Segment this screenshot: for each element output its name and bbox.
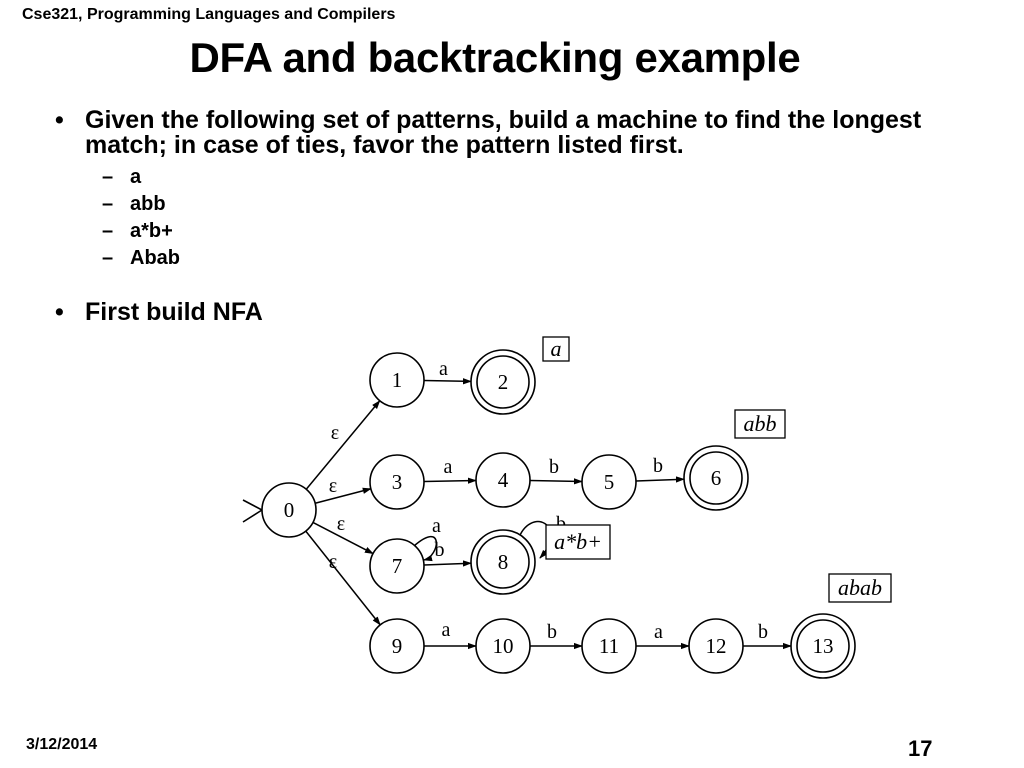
bullet-item-main: • Given the following set of patterns, b… bbox=[55, 108, 955, 158]
transition-label: b bbox=[653, 455, 663, 477]
state-9: 9 bbox=[369, 618, 425, 674]
state-label: 6 bbox=[711, 466, 722, 490]
state-12: 12 bbox=[688, 618, 744, 674]
state-10: 10 bbox=[475, 618, 531, 674]
pattern-text: abb bbox=[130, 193, 166, 215]
pattern-tag: a bbox=[542, 336, 570, 362]
state-label: 1 bbox=[392, 368, 403, 392]
transition-label: ε bbox=[329, 551, 337, 573]
bullet-list: • Given the following set of patterns, b… bbox=[55, 108, 955, 327]
transition-12-13: b bbox=[743, 621, 792, 650]
transition-9-10: a bbox=[424, 619, 477, 650]
start-arrow bbox=[242, 499, 264, 523]
transition-7-7: a bbox=[413, 515, 441, 562]
pattern-text: a bbox=[130, 166, 142, 188]
state-label: 5 bbox=[604, 470, 615, 494]
transition-10-11: b bbox=[530, 621, 583, 650]
state-13: 13 bbox=[790, 613, 856, 679]
state-11: 11 bbox=[581, 618, 637, 674]
state-label: 13 bbox=[813, 634, 834, 658]
pattern-tag: a*b+ bbox=[545, 524, 611, 560]
pattern-item: –a bbox=[102, 166, 955, 193]
pattern-item: –abb bbox=[102, 193, 955, 220]
transition-7-8: b bbox=[423, 539, 472, 567]
transition-label: b bbox=[435, 539, 445, 561]
state-2: 2 bbox=[470, 349, 536, 415]
pattern-tag: abb bbox=[734, 409, 786, 439]
bullet-dot: • bbox=[55, 298, 64, 326]
state-label: 8 bbox=[498, 550, 509, 574]
pattern-list: –a –abb –a*b+ –Abab bbox=[102, 166, 955, 274]
course-header: Cse321, Programming Languages and Compil… bbox=[22, 6, 396, 23]
transition-label: b bbox=[549, 456, 559, 478]
state-0: 0 bbox=[261, 482, 317, 538]
state-4: 4 bbox=[475, 452, 531, 508]
page-number: 17 bbox=[908, 736, 933, 761]
pattern-tag-label: abb bbox=[744, 411, 777, 436]
pattern-text: Abab bbox=[130, 247, 180, 269]
transition-0-1: ε bbox=[305, 400, 381, 490]
bullet-text-main: Given the following set of patterns, bui… bbox=[85, 106, 922, 159]
state-6: 6 bbox=[683, 445, 749, 511]
state-label: 0 bbox=[284, 498, 295, 522]
transition-label: a bbox=[439, 358, 448, 380]
transition-label: a bbox=[442, 619, 451, 641]
pattern-tag-label: a bbox=[551, 336, 562, 361]
pattern-tag-label: a*b+ bbox=[554, 529, 602, 554]
state-label: 4 bbox=[498, 468, 509, 492]
state-label: 9 bbox=[392, 634, 403, 658]
state-label: 7 bbox=[392, 554, 403, 578]
pattern-text: a*b+ bbox=[130, 220, 173, 242]
state-label: 2 bbox=[498, 370, 509, 394]
state-label: 11 bbox=[599, 634, 619, 658]
bullet-item-second: • First build NFA bbox=[55, 298, 955, 327]
state-3: 3 bbox=[369, 454, 425, 510]
state-label: 10 bbox=[493, 634, 514, 658]
transition-0-7: ε bbox=[312, 513, 374, 555]
transition-label: a bbox=[432, 515, 441, 537]
transition-label: ε bbox=[337, 513, 345, 535]
transition-0-3: ε bbox=[314, 475, 372, 504]
transition-label: b bbox=[556, 513, 566, 535]
pattern-item: –a*b+ bbox=[102, 220, 955, 247]
footer-date: 3/12/2014 bbox=[26, 736, 98, 753]
transition-label: b bbox=[547, 621, 557, 643]
transition-label: b bbox=[758, 621, 768, 643]
state-8: 8 bbox=[470, 529, 536, 595]
transition-label: a bbox=[654, 621, 663, 643]
state-label: 12 bbox=[706, 634, 727, 658]
transition-4-5: b bbox=[529, 456, 583, 485]
transition-11-12: a bbox=[636, 621, 690, 650]
state-5: 5 bbox=[581, 454, 637, 510]
pattern-tag: abab bbox=[828, 573, 892, 603]
state-1: 1 bbox=[369, 352, 425, 408]
transition-3-4: a bbox=[423, 456, 477, 484]
transition-1-2: a bbox=[423, 358, 472, 385]
transition-0-9: ε bbox=[305, 530, 381, 626]
bullet-text-second: First build NFA bbox=[85, 298, 263, 326]
transition-label: ε bbox=[331, 422, 339, 444]
state-label: 3 bbox=[392, 470, 403, 494]
transition-label: ε bbox=[329, 475, 337, 497]
state-7: 7 bbox=[369, 538, 425, 594]
pattern-item: –Abab bbox=[102, 247, 955, 274]
bullet-dot: • bbox=[55, 106, 64, 134]
pattern-tag-label: abab bbox=[838, 575, 882, 600]
transition-5-6: b bbox=[635, 455, 685, 483]
transition-label: a bbox=[444, 456, 453, 478]
slide-title: DFA and backtracking example bbox=[189, 34, 801, 81]
